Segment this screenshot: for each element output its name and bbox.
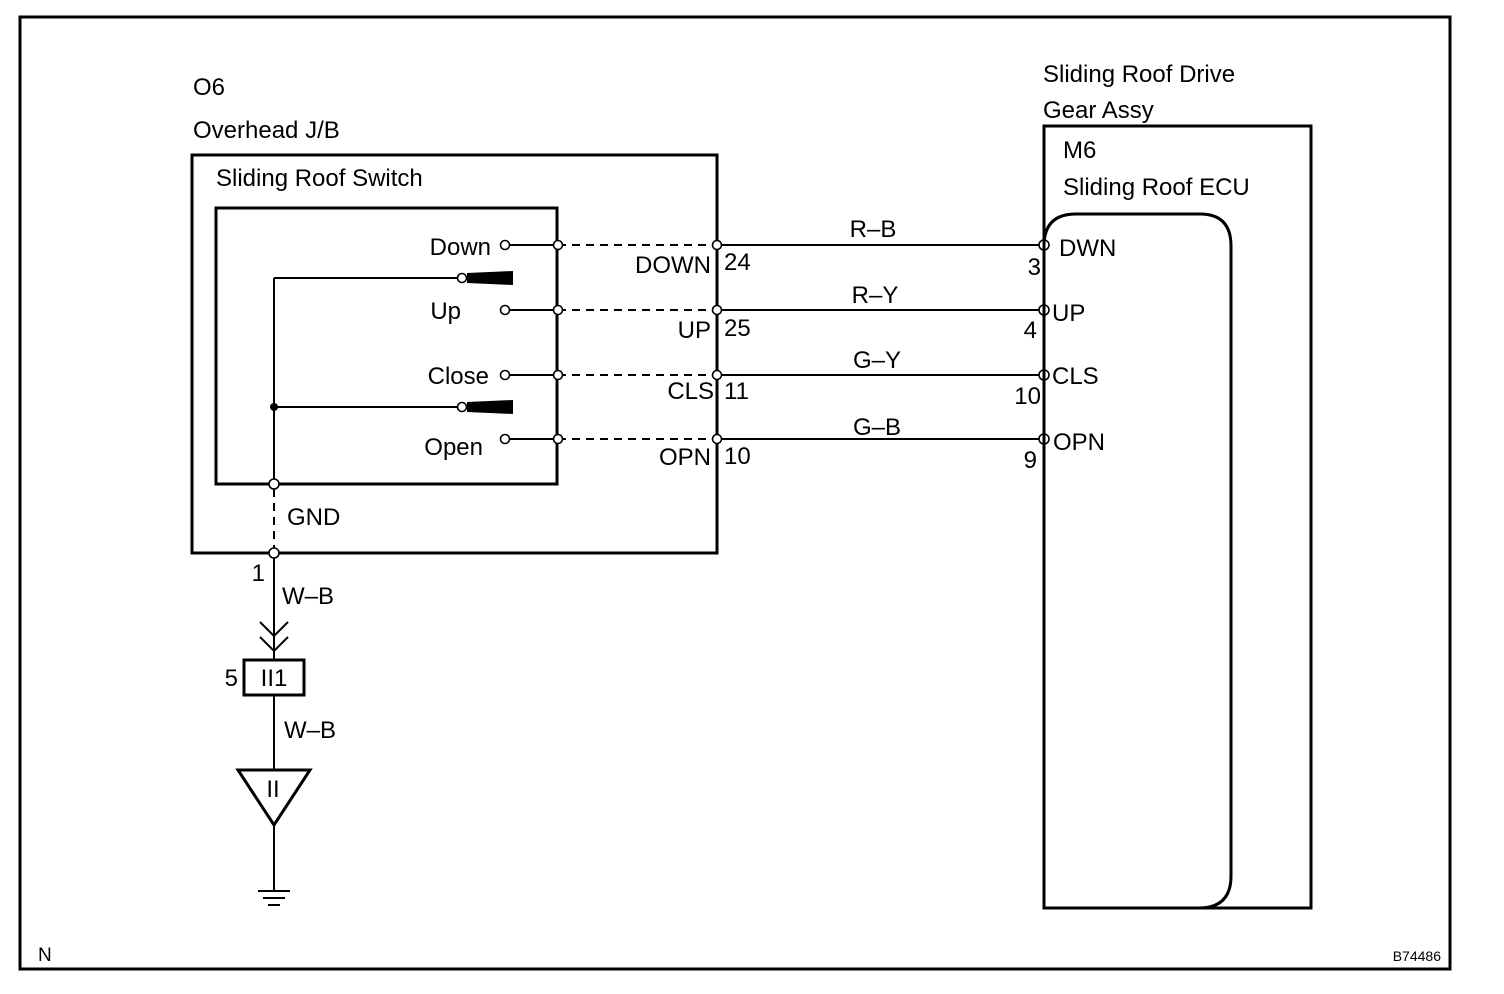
- jb-pin-close: 11: [724, 378, 749, 405]
- jb-ground: GND 1: [252, 478, 340, 587]
- jb-pin-open: 10: [724, 443, 751, 470]
- jb-pin-down: 24: [724, 249, 751, 276]
- wire-color-close: G–Y: [853, 347, 901, 374]
- connector-code: II1: [261, 665, 288, 692]
- switch-blade-open-close: [456, 400, 513, 414]
- connector-ii1: II1 5: [225, 658, 306, 697]
- jb-terminal-close: CLS: [667, 378, 714, 405]
- connector-pin: 5: [225, 665, 238, 692]
- jb-terminal-down: DOWN: [635, 252, 711, 279]
- jb-terminal-open: OPN: [659, 444, 711, 471]
- ecu-pin-close: 10: [1014, 383, 1041, 410]
- diagram-frame: [18, 15, 1452, 971]
- ecu-terminal-up: UP: [1052, 300, 1085, 327]
- wire-color-down: R–B: [850, 216, 897, 243]
- jb-code: O6: [193, 74, 225, 101]
- junction-dot: [270, 403, 278, 411]
- figure-id: B74486: [1393, 948, 1441, 964]
- jb-pin-up: 25: [724, 315, 751, 342]
- wire-color-ground-lower: W–B: [284, 717, 336, 744]
- junction-block-box: [190, 153, 719, 555]
- ground-point-ii: II: [235, 768, 313, 828]
- switch-common-bus: [270, 277, 462, 484]
- sliding-roof-switch-box: [214, 206, 559, 486]
- ground-wire-lower: W–B: [273, 695, 336, 770]
- ecu-assembly-line1: Sliding Roof Drive: [1043, 61, 1235, 88]
- ecu-assembly-line2: Gear Assy: [1043, 97, 1154, 124]
- jb-terminal-up: UP: [678, 317, 711, 344]
- ground-pin: 1: [252, 560, 265, 587]
- ecu-pin-open: 9: [1024, 447, 1037, 474]
- corner-label: N: [38, 945, 52, 966]
- ecu-name: Sliding Roof ECU: [1063, 174, 1250, 201]
- ecu-pin-down: 3: [1028, 254, 1041, 281]
- switch-blade-up-down: [456, 271, 513, 285]
- switch-position-down: Down: [430, 234, 491, 261]
- sliding-roof-ecu-box: [1042, 212, 1233, 910]
- switch-name: Sliding Roof Switch: [216, 165, 423, 192]
- row-close: Close CLS 11 G–Y 10 CLS: [428, 347, 1099, 410]
- ecu-terminal-down: DWN: [1059, 235, 1116, 262]
- switch-position-close: Close: [428, 363, 489, 390]
- ground-point-label: II: [266, 776, 279, 803]
- wire-color-open: G–B: [853, 414, 901, 441]
- ground-label: GND: [287, 504, 340, 531]
- row-down: Down DOWN 24 R–B 3 DWN: [430, 216, 1117, 281]
- ecu-code: M6: [1063, 137, 1096, 164]
- wire-color-ground-upper: W–B: [282, 583, 334, 610]
- row-open: Open OPN 10 G–B 9 OPN: [424, 414, 1105, 474]
- row-up: Up UP 25 R–Y 4 UP: [430, 282, 1085, 344]
- jb-name: Overhead J/B: [193, 117, 340, 144]
- switch-position-up: Up: [430, 298, 461, 325]
- chassis-ground-icon: [258, 825, 290, 906]
- wire-color-up: R–Y: [852, 282, 899, 309]
- ecu-terminal-close: CLS: [1052, 363, 1099, 390]
- switch-position-open: Open: [424, 434, 483, 461]
- ecu-terminal-open: OPN: [1053, 429, 1105, 456]
- ecu-pin-up: 4: [1024, 317, 1037, 344]
- ground-wire-upper: W–B: [259, 558, 334, 660]
